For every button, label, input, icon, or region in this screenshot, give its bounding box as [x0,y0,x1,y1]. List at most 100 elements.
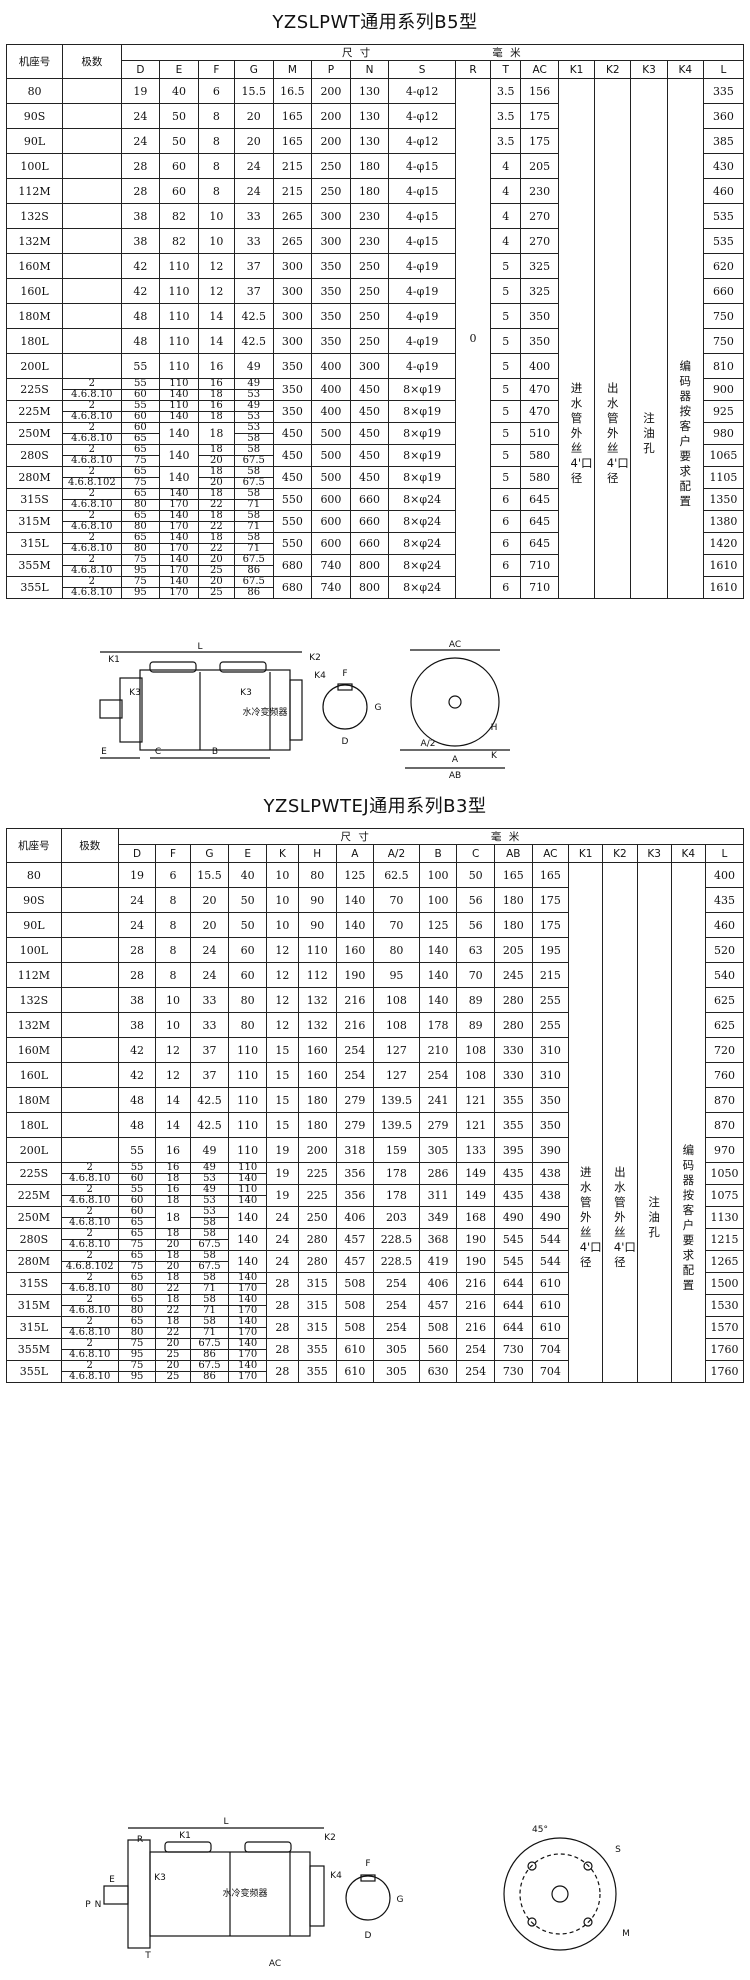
column-header: S [388,60,456,79]
cell-h: 315 [297,1272,337,1295]
cell-g: 15.5 [234,78,274,104]
cell-f: 8 [155,912,191,938]
cell-l: 1105 [702,466,745,489]
cell-g-value: 86 [191,1371,228,1382]
cell-a: 457 [335,1228,375,1251]
cell-ac: 610 [531,1294,570,1317]
label-m: M [622,1929,630,1939]
cell-a: 457 [335,1250,375,1273]
section1-title: YZSLPWT通用系列B5型 [272,12,478,33]
cell-d-value: 95 [122,565,159,576]
cell-ab: 180 [494,887,533,913]
cell-m: 265 [272,228,313,254]
cell-h: 315 [297,1316,337,1339]
cell-d: 38 [120,203,161,229]
cell-poles-value: 2 [86,1316,93,1327]
cell-l: 1130 [704,1206,745,1229]
cell-model: 180M [6,1087,62,1113]
cell-k: 15 [265,1112,299,1138]
cell-k3-text: 注油孔 [643,411,655,455]
cell-d-value: 55 [134,378,147,389]
cell-ac: 544 [531,1228,570,1251]
cell-poles [62,78,122,104]
cell-poles [62,303,122,329]
cell-k: 12 [265,937,299,963]
cell-p: 200 [311,78,351,104]
cell-a: 508 [335,1294,375,1317]
cell-d-value: 65 [130,1250,144,1261]
cell-b: 286 [418,1162,458,1185]
cell-n: 300 [349,353,390,379]
cell-ab: 730 [494,1338,533,1361]
cell-n: 130 [349,78,390,104]
cell-g: 49 [234,353,274,379]
cell-d: 28 [120,153,161,179]
cell-ab: 435 [494,1162,533,1185]
cell-a-half: 108 [373,1012,420,1038]
cell-a-half: 254 [373,1272,420,1295]
cell-poles-value: 4.6.8.10 [62,1371,118,1382]
cell-model: 90S [6,887,62,913]
cell-d-value: 65 [130,1272,144,1283]
column-header: AC [531,844,570,863]
cell-e: 140 [159,466,199,489]
cell-g: 20 [234,103,274,129]
cell-l: 360 [702,103,745,129]
cell-k: 28 [265,1294,299,1317]
water-pipe-k2 [244,1841,292,1853]
column-header: E [159,60,199,79]
cell-g-value: 53 [191,1195,228,1206]
cell-t: 3.5 [490,103,522,129]
header-model: 机座号 [5,44,64,79]
cell-s: 4-φ15 [388,228,456,254]
cell-poles-value: 4.6.8.10 [62,1349,118,1360]
cell-d-value: 75 [134,554,147,565]
cell-g-value: 58 [247,510,261,521]
label-k2: K2 [309,653,321,663]
column-header: R [454,60,492,79]
cell-poles-value: 2 [86,1294,93,1305]
cell-e-value: 110 [238,1184,258,1195]
cell-g: 33 [234,203,274,229]
cell-model: 225M [5,400,64,423]
label-d: D [342,737,349,747]
cell-a-half: 62.5 [373,862,420,888]
cell-ac: 470 [520,400,559,423]
cell-e-value: 140 [229,1173,266,1184]
label-ac: AC [449,640,461,650]
cell-f: 8 [197,178,236,204]
cell-k1-text: 进水管外丝4'口径 [570,381,593,485]
bolt-hole [527,1917,537,1927]
cell-r: 0 [454,78,492,599]
cell-ab: 490 [494,1206,533,1229]
cell-t: 3.5 [490,128,522,154]
cell-a-half: 254 [373,1294,420,1317]
cell-d-value: 75 [134,576,147,587]
cell-t: 5 [490,303,522,329]
cell-f-value: 20 [156,1261,190,1272]
cell-s: 8×φ19 [388,422,456,445]
cell-d-value: 60 [122,389,159,400]
cell-s: 8×φ24 [388,532,456,555]
cell-poles [60,912,119,938]
cell-t: 6 [490,510,522,533]
cell-b: 630 [418,1360,458,1383]
cell-poles-value: 4.6.8.102 [62,1261,118,1272]
